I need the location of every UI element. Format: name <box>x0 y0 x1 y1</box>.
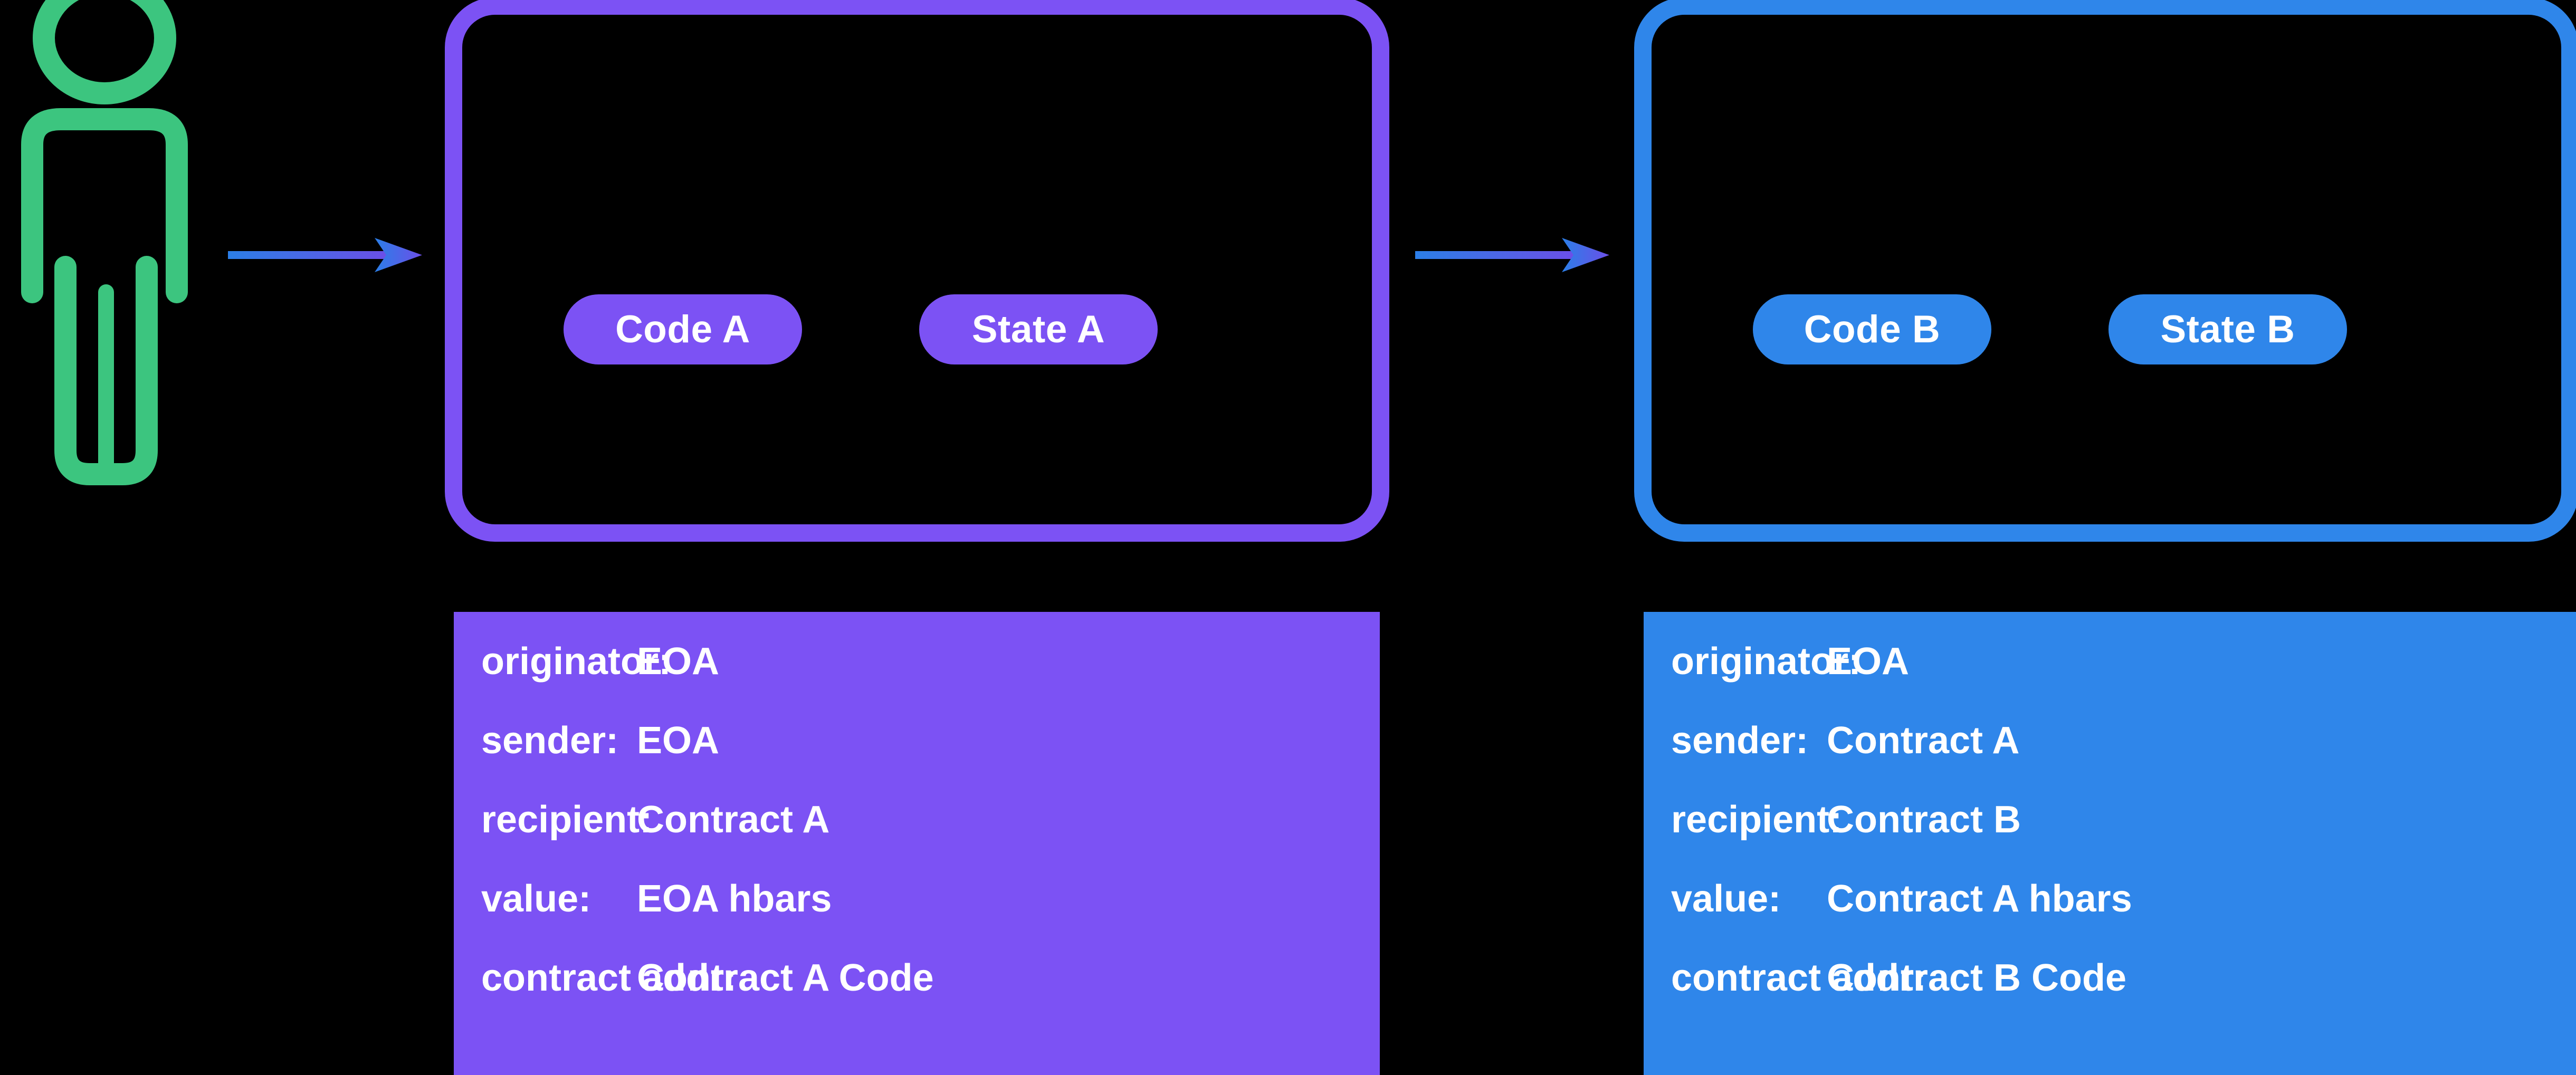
arrow-contract-a-to-contract-b-icon <box>1415 224 1609 287</box>
detail-row: contract addr: Contract A Code <box>481 959 1380 1038</box>
contract-b-code-pill-label: Code B <box>1804 308 1941 351</box>
contract-a-box[interactable]: Code A State A <box>445 0 1389 542</box>
detail-value: EOA <box>1827 640 1910 683</box>
detail-row: recipient: Contract A <box>481 801 1380 880</box>
pill-spacer <box>802 294 919 364</box>
detail-value: EOA <box>637 640 720 683</box>
detail-row: originator: EOA <box>1671 642 2576 722</box>
detail-row: value: Contract A hbars <box>1671 880 2576 959</box>
detail-value: EOA <box>637 719 720 762</box>
detail-value: Contract A <box>637 799 830 841</box>
contract-a-pill-row: Code A State A <box>462 294 1372 364</box>
detail-row: originator: EOA <box>481 642 1380 722</box>
contract-b-detail-panel: originator: EOA sender: Contract A recip… <box>1644 612 2576 1075</box>
contract-a-state-pill-label: State A <box>971 308 1105 351</box>
person-icon <box>11 0 232 524</box>
contract-a-code-pill[interactable]: Code A <box>564 294 802 364</box>
contract-b-state-pill-label: State B <box>2160 308 2295 351</box>
detail-value: Contract A <box>1827 719 2020 762</box>
eoa-actor <box>11 0 232 524</box>
contract-a-state-pill[interactable]: State A <box>919 294 1158 364</box>
detail-key: originator: <box>481 640 671 683</box>
contract-b-box[interactable]: Code B State B <box>1634 0 2576 542</box>
detail-key: contract addr: <box>1671 957 1927 999</box>
detail-value: Contract A Code <box>637 957 934 999</box>
detail-row: contract addr: Contract B Code <box>1671 959 2576 1038</box>
detail-value: EOA hbars <box>637 878 832 920</box>
pill-spacer <box>1991 294 2108 364</box>
contract-a-detail-panel: originator: EOA sender: EOA recipient: C… <box>454 612 1380 1075</box>
contract-b-code-pill[interactable]: Code B <box>1753 294 1991 364</box>
detail-key: value: <box>1671 878 1781 920</box>
detail-row: sender: EOA <box>481 722 1380 801</box>
detail-key: recipient: <box>481 799 653 841</box>
detail-row: sender: Contract A <box>1671 722 2576 801</box>
detail-key: sender: <box>1671 719 1809 762</box>
detail-row: recipient: Contract B <box>1671 801 2576 880</box>
detail-value: Contract B Code <box>1827 957 2127 999</box>
detail-key: recipient: <box>1671 799 1843 841</box>
detail-value: Contract A hbars <box>1827 878 2132 920</box>
detail-value: Contract B <box>1827 799 2021 841</box>
contract-b-state-pill[interactable]: State B <box>2108 294 2347 364</box>
detail-key: originator: <box>1671 640 1861 683</box>
detail-row: value: EOA hbars <box>481 880 1380 959</box>
detail-key: contract addr: <box>481 957 737 999</box>
detail-key: sender: <box>481 719 619 762</box>
contract-a-code-pill-label: Code A <box>615 308 750 351</box>
detail-key: value: <box>481 878 591 920</box>
contract-b-pill-row: Code B State B <box>1652 294 2561 364</box>
arrow-eoa-to-contract-a-icon <box>228 224 422 287</box>
